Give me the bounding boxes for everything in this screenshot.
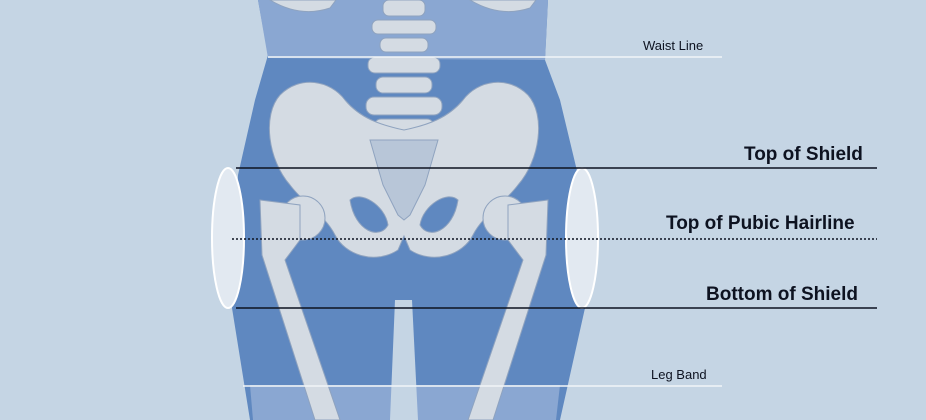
bottom-of-shield-label: Bottom of Shield bbox=[706, 284, 858, 306]
shield-side-right bbox=[566, 168, 598, 308]
waist-line-label: Waist Line bbox=[643, 38, 703, 53]
spine bbox=[366, 0, 442, 135]
top-of-shield-label: Top of Shield bbox=[744, 144, 863, 166]
leg-band-label: Leg Band bbox=[651, 367, 707, 382]
shield-side-left bbox=[212, 168, 244, 308]
top-of-pubic-hairline-label: Top of Pubic Hairline bbox=[666, 213, 855, 235]
